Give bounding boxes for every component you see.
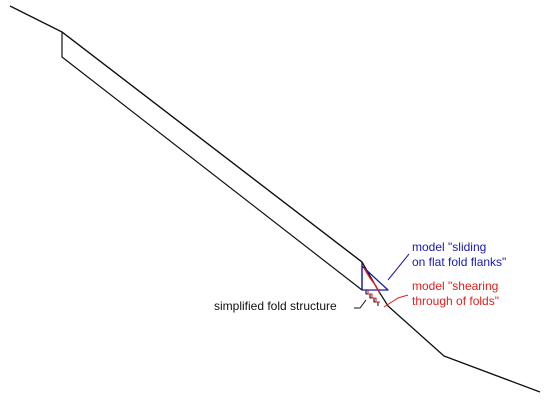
shearing-model-label-line1: model "shearing [412,279,499,293]
sliding-model-leader-line [387,253,410,281]
sliding-model-label-line1: model "sliding [412,240,487,254]
shearing-model-shear-line [363,267,381,295]
shearing-model-leader-line [383,294,409,308]
shearing-model-fold-trace [367,290,380,303]
sliding-model-label: model "sliding on flat fold flanks" [412,240,506,270]
fold-label-leader-line [354,299,367,309]
sliding-model-label-line2: on flat fold flanks" [412,255,507,269]
fold-structure-label: simplified fold structure [214,299,337,313]
sliding-slab [61,31,363,291]
sliding-model-wedge [361,265,389,291]
slope-surface-line [9,5,541,393]
shearing-model-label: model "shearing through of folds" [412,279,499,309]
shearing-model-label-line2: through of folds" [412,294,499,308]
